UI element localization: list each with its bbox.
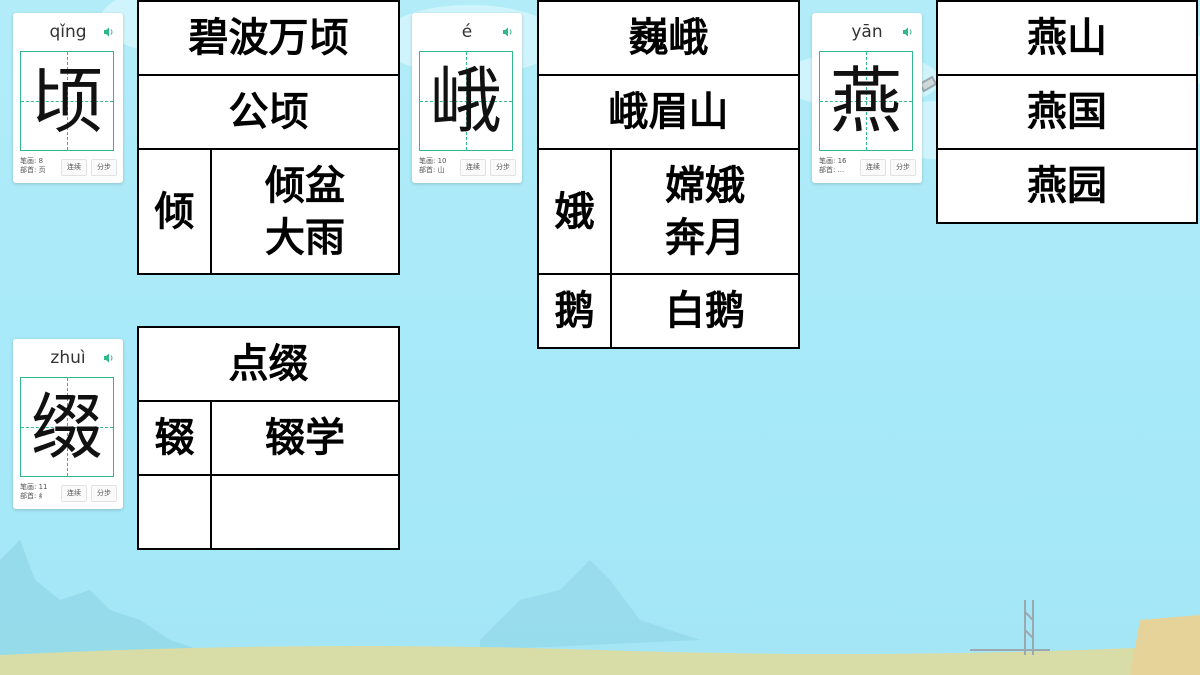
word-cell: 点缀: [137, 326, 400, 402]
pinyin: qǐng: [49, 22, 87, 42]
continuous-button[interactable]: 连续: [460, 159, 486, 176]
step-button[interactable]: 分步: [490, 159, 516, 176]
character-grid: 燕: [819, 51, 913, 151]
char-meta: 笔画: 10 部首: 山: [419, 157, 447, 175]
empty-cell: [210, 474, 400, 550]
word-cell: 燕国: [936, 74, 1198, 150]
char-meta: 笔画: 8 部首: 页: [20, 157, 46, 175]
radical: 部首: ...: [819, 166, 845, 174]
word-table-e: 巍峨 峨眉山 娥 嫦娥 奔月 鹅 白鹅: [537, 0, 800, 349]
step-button[interactable]: 分步: [91, 485, 117, 502]
empty-cell: [137, 474, 212, 550]
stroke-count: 笔画: 8: [20, 157, 44, 165]
related-word-cell: 嫦娥 奔月: [610, 148, 800, 275]
character-glyph: 燕: [829, 59, 902, 143]
related-char-cell: 倾: [137, 148, 212, 275]
word-table-zhui: 点缀 辍 辍学: [137, 326, 400, 550]
stroke-count: 笔画: 11: [20, 483, 48, 491]
related-word-cell: 倾盆 大雨: [210, 148, 400, 275]
speaker-icon[interactable]: [902, 26, 914, 38]
continuous-button[interactable]: 连续: [61, 159, 87, 176]
tower-icon: [970, 600, 1050, 655]
related-word-cell: 白鹅: [610, 273, 800, 349]
char-card-qing: qǐng 顷 笔画: 8 部首: 页 连续 分步: [13, 13, 123, 183]
word-cell: 碧波万顷: [137, 0, 400, 76]
pinyin: é: [461, 22, 473, 42]
char-meta: 笔画: 11 部首: 纟: [20, 483, 48, 501]
character-glyph: 顷: [30, 59, 103, 143]
word-cell: 燕山: [936, 0, 1198, 76]
related-word-line: 倾盆: [265, 161, 345, 209]
character-glyph: 峨: [429, 59, 502, 143]
related-char-cell: 鹅: [537, 273, 612, 349]
related-word-cell: 辍学: [210, 400, 400, 476]
pinyin: zhuì: [50, 348, 86, 368]
stroke-count: 笔画: 16: [819, 157, 847, 165]
related-char-cell: 辍: [137, 400, 212, 476]
continuous-button[interactable]: 连续: [61, 485, 87, 502]
pinyin: yān: [851, 22, 883, 42]
step-button[interactable]: 分步: [91, 159, 117, 176]
word-cell: 燕园: [936, 148, 1198, 224]
related-char-cell: 娥: [537, 148, 612, 275]
word-cell: 巍峨: [537, 0, 800, 76]
char-card-zhui: zhuì 缀 笔画: 11 部首: 纟 连续 分步: [13, 339, 123, 509]
continuous-button[interactable]: 连续: [860, 159, 886, 176]
character-grid: 缀: [20, 377, 114, 477]
speaker-icon[interactable]: [502, 26, 514, 38]
step-button[interactable]: 分步: [890, 159, 916, 176]
radical: 部首: 页: [20, 166, 46, 174]
character-glyph: 缀: [30, 385, 103, 469]
speaker-icon[interactable]: [103, 352, 115, 364]
related-word-line: 大雨: [265, 213, 345, 261]
radical: 部首: 纟: [20, 492, 46, 500]
char-card-e: é 峨 笔画: 10 部首: 山 连续 分步: [412, 13, 522, 183]
character-grid: 峨: [419, 51, 513, 151]
char-card-yan: yān 燕 笔画: 16 部首: ... 连续 分步: [812, 13, 922, 183]
word-cell: 公顷: [137, 74, 400, 150]
word-cell: 峨眉山: [537, 74, 800, 150]
stroke-count: 笔画: 10: [419, 157, 447, 165]
related-word-line: 奔月: [665, 213, 745, 261]
character-grid: 顷: [20, 51, 114, 151]
radical: 部首: 山: [419, 166, 445, 174]
char-meta: 笔画: 16 部首: ...: [819, 157, 847, 175]
satellite-icon: [918, 75, 938, 93]
speaker-icon[interactable]: [103, 26, 115, 38]
word-table-yan: 燕山 燕国 燕园: [936, 0, 1198, 224]
related-word-line: 嫦娥: [665, 161, 745, 209]
word-table-qing: 碧波万顷 公顷 倾 倾盆 大雨: [137, 0, 400, 275]
